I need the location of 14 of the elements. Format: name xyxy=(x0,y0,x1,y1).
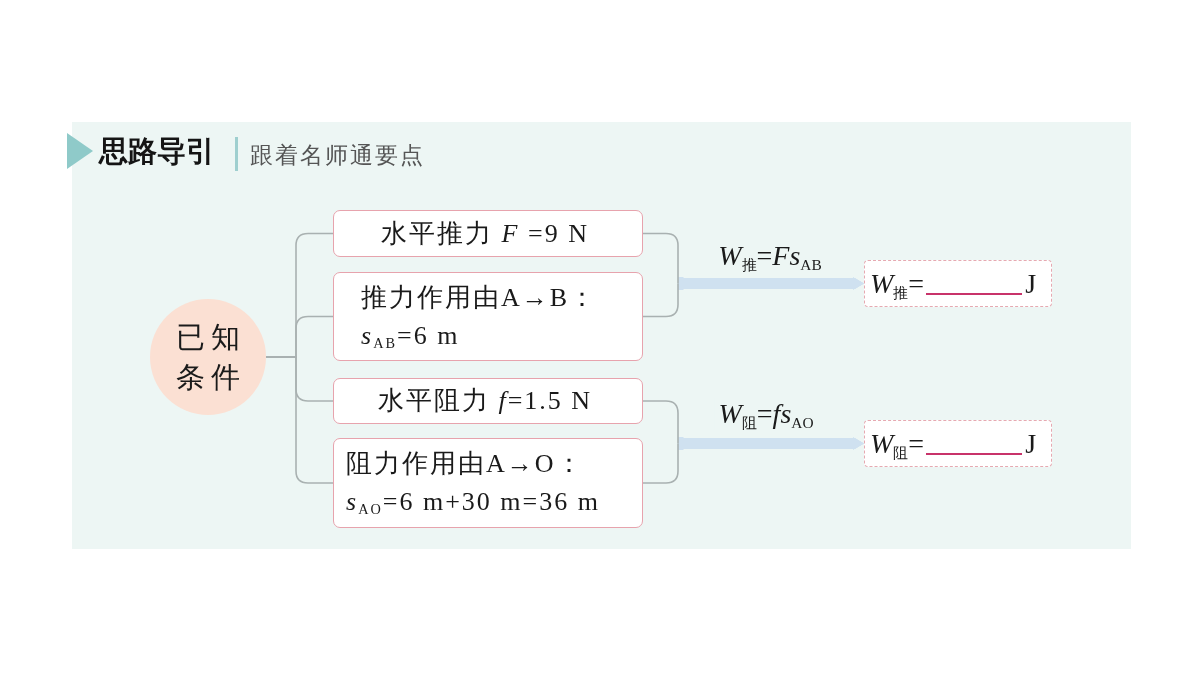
formula-text: W$_{阻}$= xyxy=(870,426,925,461)
result-box xyxy=(864,420,1052,467)
topic-circle: 已知条件 xyxy=(150,299,266,415)
subtitle: 跟着名师通要点 xyxy=(250,141,425,170)
condition-box: 水平推力 F =9 N xyxy=(333,210,643,257)
unit-text: J xyxy=(1025,266,1037,301)
formula-text: W$_{推}$= xyxy=(870,266,925,301)
title: 思路导引 xyxy=(99,133,215,169)
condition-box: 水平阻力 f=1.5 N xyxy=(333,378,643,424)
unit-text: J xyxy=(1025,426,1037,461)
result-box xyxy=(864,260,1052,307)
condition-box: 推力作用由A→B：s$_{AB}$=6 m xyxy=(333,272,643,361)
condition-box: 阻力作用由A→O：s$_{AO}$=6 m+30 m=36 m xyxy=(333,438,643,528)
bracket-connector xyxy=(265,232,334,484)
